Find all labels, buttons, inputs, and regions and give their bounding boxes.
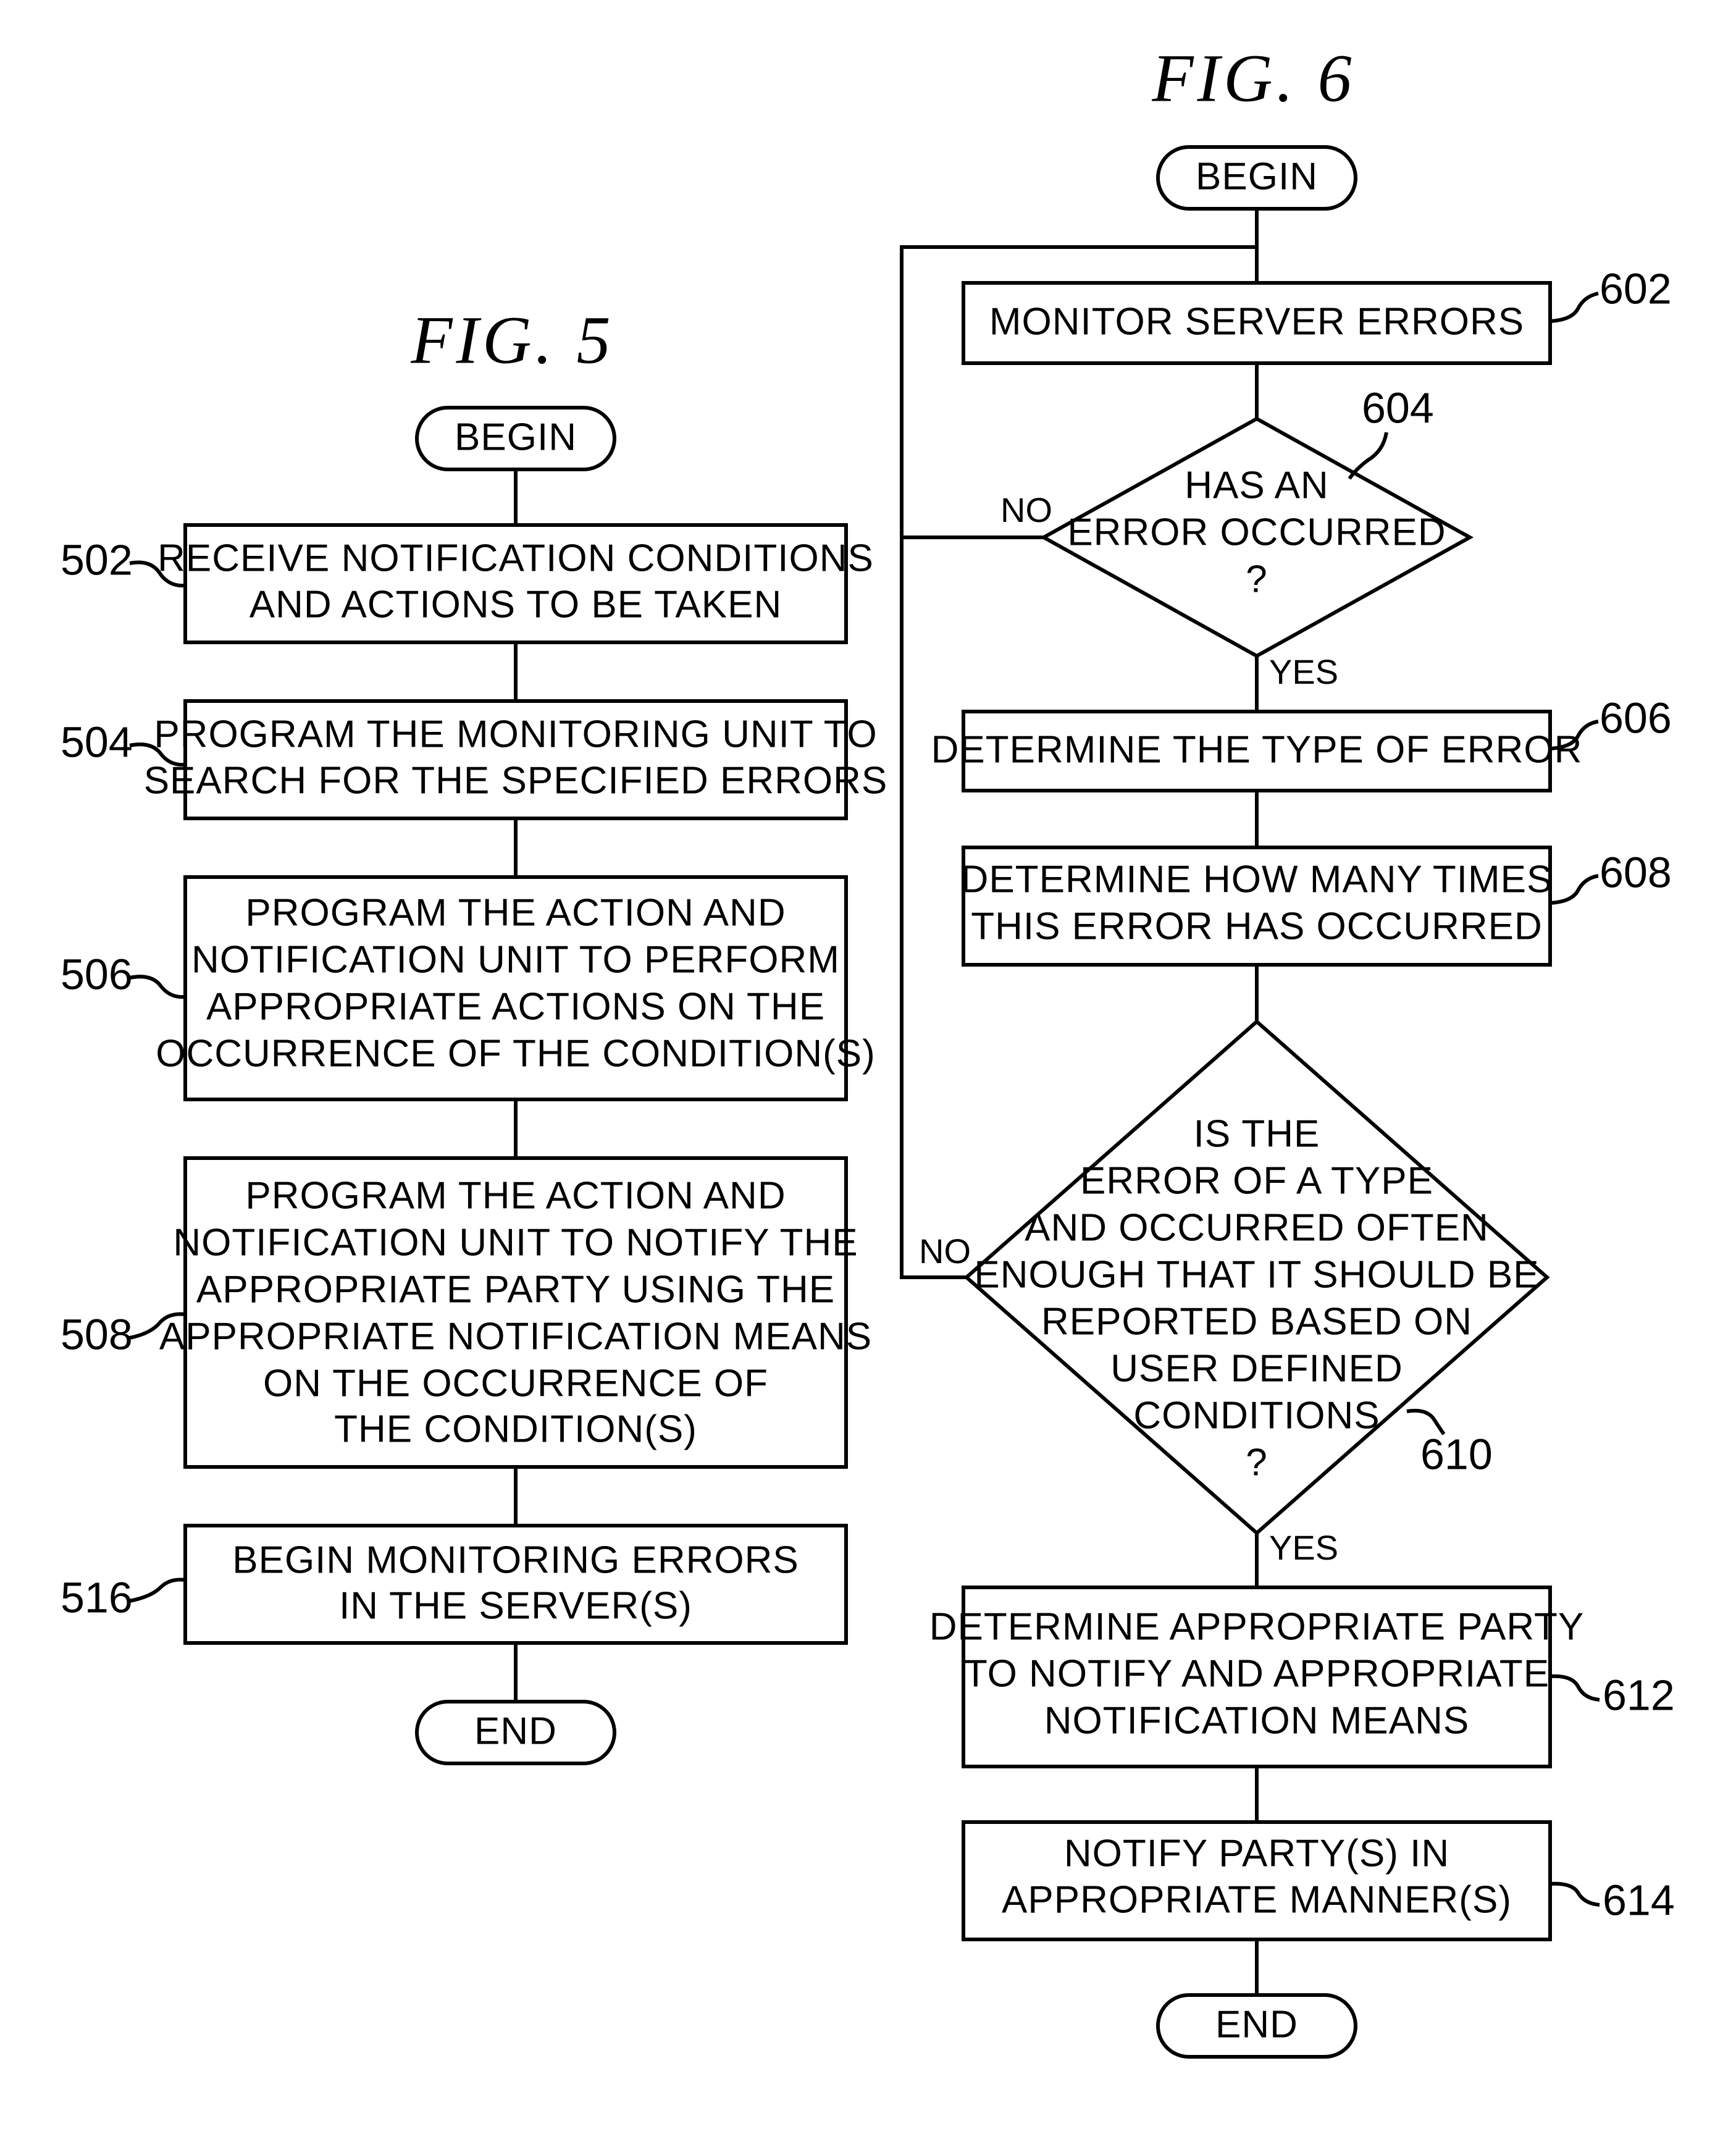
fig5-step-516: BEGIN MONITORING ERRORS IN THE SERVER(S)	[185, 1526, 846, 1643]
fig5-step-516-line: BEGIN MONITORING ERRORS	[232, 1539, 799, 1581]
fig6-decision-610-line: CONDITIONS	[1133, 1394, 1380, 1437]
fig6-step-608: DETERMINE HOW MANY TIMES THIS ERROR HAS …	[961, 847, 1553, 965]
fig5-step-504-line: PROGRAM THE MONITORING UNIT TO	[154, 713, 877, 755]
fig6-ref-614: 614	[1603, 1876, 1675, 1924]
fig6-decision-610-line: AND OCCURRED OFTEN	[1025, 1206, 1489, 1249]
fig5-begin-terminal: BEGIN	[417, 408, 614, 469]
fig6-step-606-line: DETERMINE THE TYPE OF ERROR	[931, 728, 1583, 771]
fig6-decision-604-line: ERROR OCCURRED	[1067, 511, 1446, 553]
fig6: FIG. 6 BEGIN MONITOR SERVER ERRORS 602 H…	[902, 40, 1675, 2057]
fig5-step-508-line: THE CONDITION(S)	[334, 1408, 697, 1450]
fig5-step-502-line: AND ACTIONS TO BE TAKEN	[249, 583, 782, 626]
fig6-decision-610-line: IS THE	[1194, 1112, 1320, 1155]
fig6-decision-604-line: HAS AN	[1185, 464, 1328, 506]
fig6-decision-610-line: USER DEFINED	[1110, 1347, 1403, 1390]
fig6-decision-610-line: REPORTED BASED ON	[1041, 1300, 1472, 1343]
fig5-ref-516: 516	[61, 1573, 133, 1621]
fig6-leader-604	[1349, 432, 1386, 479]
fig6-step-612: DETERMINE APPROPRIATE PARTY TO NOTIFY AN…	[929, 1587, 1585, 1766]
fig6-step-614: NOTIFY PARTY(S) IN APPROPRIATE MANNER(S)	[963, 1822, 1550, 1939]
fig6-step-612-line: NOTIFICATION MEANS	[1044, 1699, 1470, 1742]
fig6-decision-604: HAS AN ERROR OCCURRED ?	[1044, 419, 1470, 656]
fig5-step-504-line: SEARCH FOR THE SPECIFIED ERRORS	[144, 759, 888, 802]
fig6-end-label: END	[1215, 2003, 1298, 2046]
fig5: FIG. 5 BEGIN RECEIVE NOTIFICATION CONDIT…	[61, 302, 887, 1763]
fig6-leader-612	[1550, 1676, 1600, 1700]
fig6-begin-label: BEGIN	[1196, 155, 1318, 198]
fig6-step-612-line: DETERMINE APPROPRIATE PARTY	[929, 1605, 1585, 1648]
fig6-yes-label-604: YES	[1269, 652, 1338, 691]
fig6-ref-606: 606	[1600, 694, 1672, 742]
fig5-step-508-line: PROGRAM THE ACTION AND	[245, 1174, 786, 1217]
fig5-step-506-line: NOTIFICATION UNIT TO PERFORM	[191, 938, 840, 981]
fig6-step-602-line: MONITOR SERVER ERRORS	[989, 300, 1524, 343]
fig5-step-502-line: RECEIVE NOTIFICATION CONDITIONS	[157, 537, 874, 579]
fig5-step-506-line: OCCURRENCE OF THE CONDITION(S)	[156, 1032, 876, 1075]
fig6-step-614-line: NOTIFY PARTY(S) IN	[1064, 1832, 1449, 1875]
fig6-step-602: MONITOR SERVER ERRORS	[963, 283, 1550, 363]
fig5-ref-504: 504	[61, 718, 133, 766]
fig6-step-608-line: THIS ERROR HAS OCCURRED	[971, 905, 1543, 947]
fig5-step-506: PROGRAM THE ACTION AND NOTIFICATION UNIT…	[156, 877, 876, 1099]
fig6-ref-608: 608	[1600, 848, 1672, 896]
fig6-ref-604: 604	[1362, 384, 1434, 432]
fig5-leader-506	[130, 977, 185, 997]
fig6-decision-610-line: ERROR OF A TYPE	[1080, 1159, 1433, 1202]
fig5-ref-502: 502	[61, 536, 133, 584]
fig6-step-606: DETERMINE THE TYPE OF ERROR	[931, 712, 1583, 791]
fig6-no-label-610: NO	[919, 1232, 971, 1271]
fig5-ref-506: 506	[61, 950, 133, 998]
fig6-step-614-line: APPROPRIATE MANNER(S)	[1002, 1878, 1512, 1921]
fig5-step-506-line: APPROPRIATE ACTIONS ON THE	[206, 985, 825, 1028]
fig5-begin-label: BEGIN	[455, 416, 577, 458]
fig5-step-506-line: PROGRAM THE ACTION AND	[245, 891, 786, 934]
fig6-decision-604-line: ?	[1246, 558, 1267, 600]
fig6-leader-614	[1550, 1884, 1600, 1905]
fig5-step-502: RECEIVE NOTIFICATION CONDITIONS AND ACTI…	[157, 525, 874, 642]
fig6-decision-610-line: ?	[1246, 1441, 1267, 1484]
fig5-end-terminal: END	[417, 1702, 614, 1763]
fig6-yes-label-610: YES	[1269, 1528, 1338, 1567]
fig5-step-508: PROGRAM THE ACTION AND NOTIFICATION UNIT…	[159, 1158, 872, 1467]
fig6-ref-610: 610	[1420, 1430, 1493, 1478]
fig5-ref-508: 508	[61, 1310, 133, 1358]
fig6-no-label-604: NO	[1000, 490, 1052, 529]
fig6-step-608-line: DETERMINE HOW MANY TIMES	[961, 858, 1553, 901]
fig5-step-508-line: APPROPRIATE PARTY USING THE	[196, 1268, 835, 1311]
fig6-decision-610-line: ENOUGH THAT IT SHOULD BE	[974, 1253, 1539, 1296]
fig5-end-label: END	[474, 1710, 557, 1752]
fig5-step-516-line: IN THE SERVER(S)	[339, 1584, 692, 1627]
fig5-step-508-line: NOTIFICATION UNIT TO NOTIFY THE	[173, 1221, 858, 1264]
fig6-leader-608	[1550, 876, 1598, 903]
fig6-ref-612: 612	[1603, 1671, 1675, 1719]
fig6-step-612-line: TO NOTIFY AND APPROPRIATE	[964, 1652, 1549, 1695]
fig5-step-508-line: APPROPRIATE NOTIFICATION MEANS	[159, 1315, 872, 1358]
fig6-leader-602	[1550, 293, 1598, 321]
fig6-title: FIG. 6	[1151, 40, 1355, 116]
fig5-title: FIG. 5	[410, 302, 614, 377]
fig6-ref-602: 602	[1600, 264, 1672, 313]
fig5-leader-516	[130, 1580, 185, 1602]
fig5-step-508-line: ON THE OCCURRENCE OF	[263, 1362, 768, 1405]
fig5-step-504: PROGRAM THE MONITORING UNIT TO SEARCH FO…	[144, 701, 888, 818]
fig6-no-branch-610	[902, 536, 967, 1277]
fig6-end-terminal: END	[1158, 1995, 1356, 2057]
fig6-begin-terminal: BEGIN	[1158, 147, 1356, 209]
